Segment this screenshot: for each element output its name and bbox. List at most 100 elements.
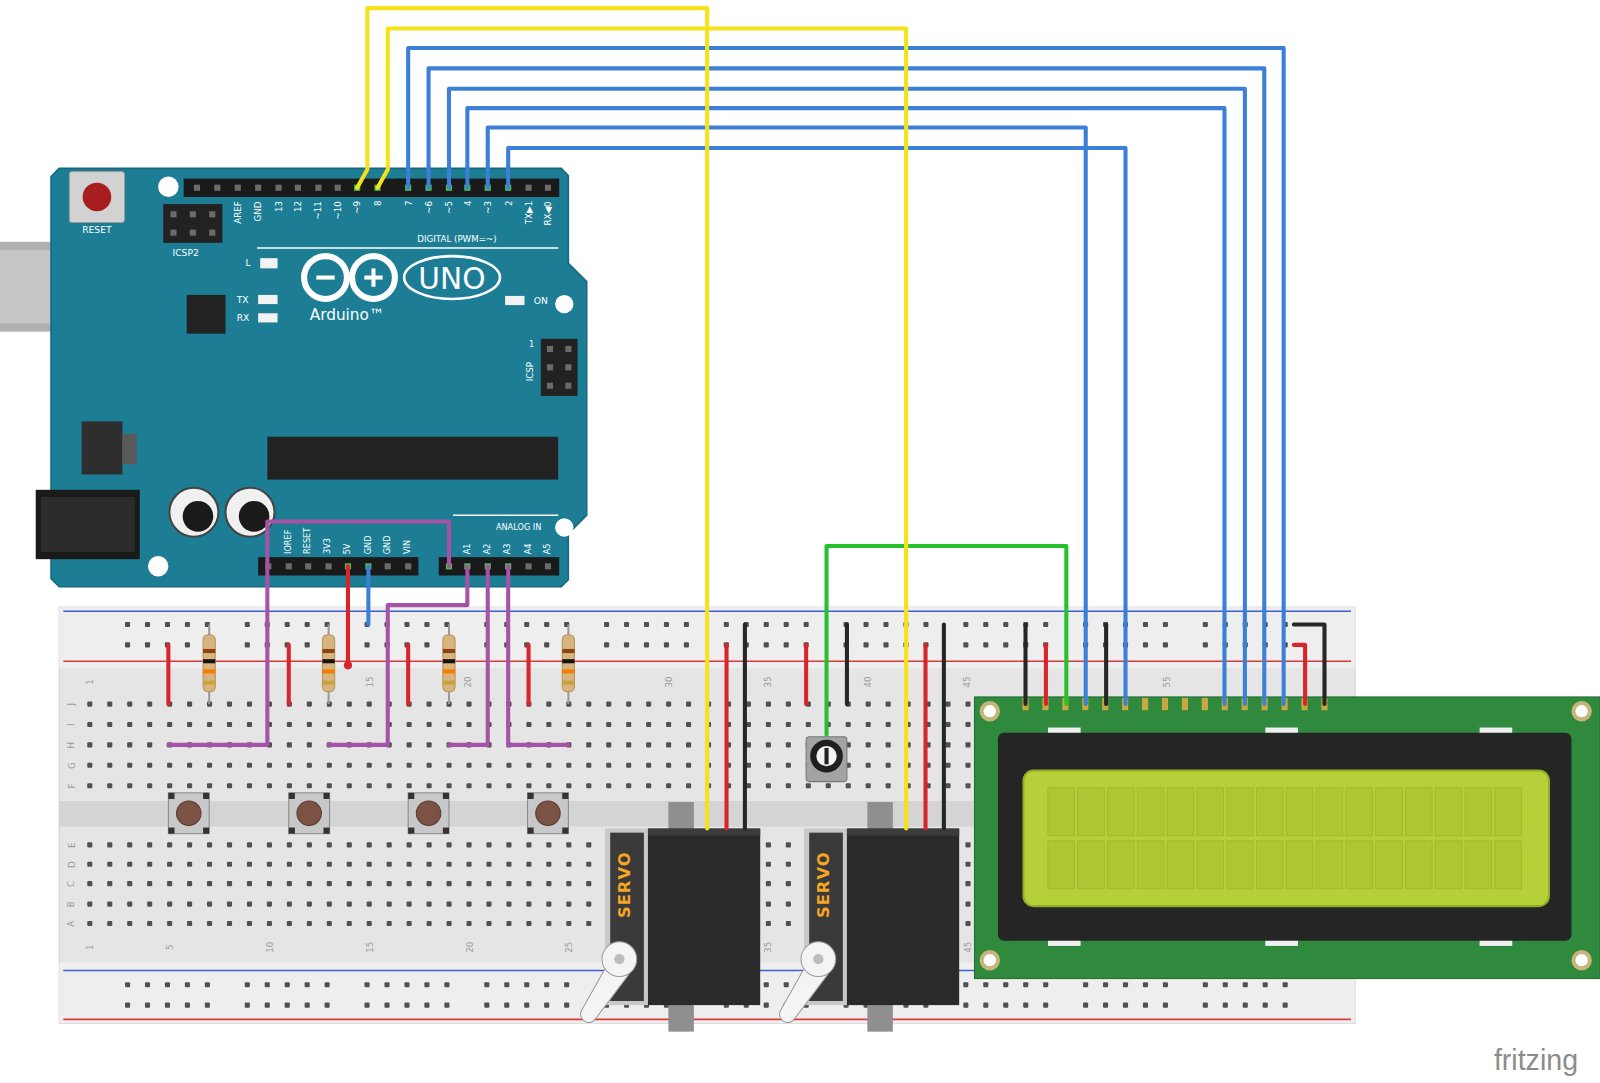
breadboard-hole [287, 722, 292, 727]
breadboard-hole [586, 742, 591, 747]
servo-body [581, 802, 761, 1032]
breadboard-hole [205, 1003, 210, 1008]
breadboard-hole [245, 622, 250, 627]
breadboard-hole [945, 763, 950, 768]
breadboard-hole [305, 642, 310, 647]
breadboard-hole [327, 783, 332, 788]
breadboard-hole [167, 842, 172, 847]
push-button [528, 793, 534, 799]
breadboard-hole [187, 921, 192, 926]
breadboard-hole [185, 622, 190, 627]
pin-label: GND [254, 201, 263, 221]
arduino-uno [122, 434, 136, 465]
breadboard-hole [1123, 1003, 1128, 1008]
breadboard-hole [447, 783, 452, 788]
servo-motor: SERVO [605, 829, 760, 1006]
breadboard-hole [427, 881, 432, 886]
breadboard-hole [187, 702, 192, 707]
row-letter: B [67, 901, 76, 907]
breadboard-hole [87, 783, 92, 788]
breadboard-hole [147, 902, 152, 907]
jumper-wire [449, 566, 488, 745]
breadboard-hole [566, 862, 571, 867]
arduino-uno [505, 296, 524, 305]
breadboard-hole [1123, 982, 1128, 987]
breadboard-hole [247, 862, 252, 867]
push-button [416, 801, 440, 825]
breadboard-hole [526, 862, 531, 867]
breadboard-hole [1163, 622, 1168, 627]
lcd-character-cell [1257, 788, 1284, 836]
pin-label: RX◀0 [543, 201, 552, 225]
arduino-uno [555, 295, 573, 313]
breadboard-hole [147, 742, 152, 747]
breadboard-hole [544, 622, 549, 627]
breadboard-hole [466, 921, 471, 926]
breadboard-hole [147, 881, 152, 886]
lcd-character-cell [1048, 788, 1521, 889]
breadboard-hole [447, 921, 452, 926]
servo-body [602, 942, 637, 977]
breadboard-hole [307, 921, 312, 926]
breadboard-hole [586, 763, 591, 768]
arduino-uno [352, 256, 395, 299]
servo-body [847, 829, 959, 1006]
jumper-wire [166, 645, 170, 704]
breadboard-hole [983, 982, 988, 987]
breadboard-hole [544, 982, 549, 987]
breadboard-hole [566, 902, 571, 907]
breadboard-hole [526, 722, 531, 727]
breadboard-hole [666, 722, 671, 727]
breadboard-hole [466, 763, 471, 768]
breadboard-hole [486, 881, 491, 886]
breadboard-hole [424, 1003, 429, 1008]
breadboard-hole [167, 881, 172, 886]
breadboard-hole [145, 982, 150, 987]
jumper-wire [488, 128, 1086, 705]
pin-label: A4 [524, 543, 532, 554]
breadboard-hole [367, 763, 372, 768]
breadboard-hole [87, 881, 92, 886]
jumper-wire [344, 661, 352, 669]
header-pin [190, 230, 196, 236]
column-number: 15 [365, 676, 374, 687]
breadboard-hole [227, 722, 232, 727]
breadboard-hole [387, 763, 392, 768]
breadboard-hole [1143, 622, 1148, 627]
breadboard-hole [127, 763, 132, 768]
breadboard-hole [87, 921, 92, 926]
breadboard-hole [766, 921, 771, 926]
jumper-wire [804, 645, 808, 704]
breadboard-hole [566, 722, 571, 727]
breadboard-hole [227, 842, 232, 847]
breadboard-hole [983, 622, 988, 627]
lcd-display [974, 697, 1600, 979]
board-label: RESET [82, 225, 111, 234]
breadboard-hole [666, 742, 671, 747]
breadboard-hole [107, 702, 112, 707]
lcd-display [984, 705, 996, 717]
breadboard-hole [546, 862, 551, 867]
breadboard-hole [207, 763, 212, 768]
breadboard-hole [347, 881, 352, 886]
breadboard-hole [287, 902, 292, 907]
row-letter: H [67, 741, 76, 748]
breadboard-hole [327, 763, 332, 768]
breadboard-hole [644, 622, 649, 627]
lcd-character-cell [1108, 788, 1135, 836]
breadboard-hole [566, 783, 571, 788]
header-pin [209, 230, 215, 236]
breadboard-hole [965, 722, 970, 727]
push-button [289, 793, 295, 799]
breadboard-hole [766, 902, 771, 907]
breadboard-hole [1263, 982, 1268, 987]
servo-body [780, 802, 960, 1032]
lcd-character-cell [1286, 841, 1313, 889]
lcd-display [1048, 941, 1081, 946]
breadboard-hole [227, 783, 232, 788]
breadboard-hole [983, 1003, 988, 1008]
push-button [323, 828, 329, 834]
servo-body [801, 942, 836, 977]
push-button [528, 828, 534, 834]
header-pin [565, 364, 571, 370]
